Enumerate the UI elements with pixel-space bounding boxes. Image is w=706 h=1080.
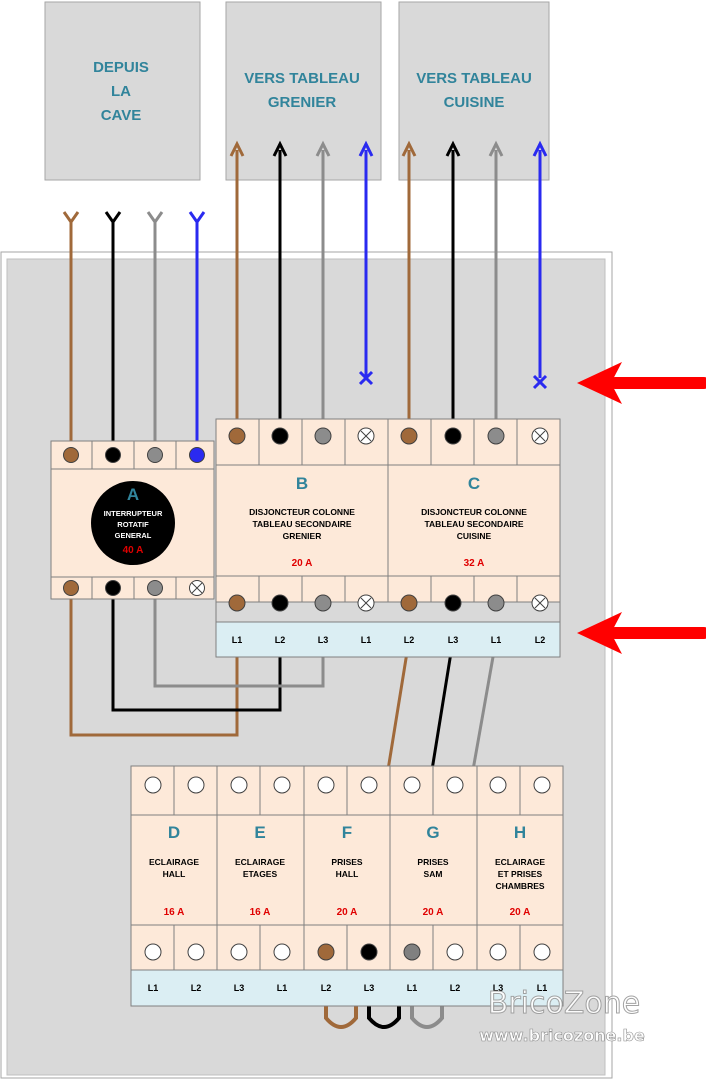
outgoing-wires-grenier (229, 140, 374, 430)
breaker-g-letter: G (426, 823, 439, 842)
breaker-c-line-2: TABLEAU SECONDAIRE (424, 519, 523, 529)
breaker-c-line-1: DISJONCTEUR COLONNE (421, 507, 527, 517)
bottom-phase-label: L2 (321, 983, 332, 993)
breaker-e-letter: E (254, 823, 265, 842)
breaker-a-letter: A (127, 485, 139, 504)
phase-label-strip-top (215, 621, 561, 658)
breaker-c-rating: 32 A (464, 558, 485, 569)
breaker-g-line-1: PRISES (417, 857, 449, 867)
breaker-a-line-1: INTERRUPTEUR (104, 509, 163, 518)
breaker-a-line-2: ROTATIF (117, 520, 149, 529)
breaker-e-rating: 16 A (250, 907, 271, 918)
bottom-phase-label: L1 (537, 983, 548, 993)
breaker-b-rating: 20 A (292, 558, 313, 569)
bottom-phase-label: L3 (364, 983, 375, 993)
top-phase-label: L3 (448, 635, 459, 645)
breaker-c-line-3: CUISINE (457, 531, 492, 541)
phase-label-strip-bottom (130, 969, 564, 1007)
breaker-f-line-2: HALL (336, 869, 359, 879)
top-phase-label: L1 (232, 635, 243, 645)
breaker-g-line-2: SAM (424, 869, 443, 879)
breaker-d-rating: 16 A (164, 907, 185, 918)
breakers-bc (215, 418, 561, 612)
breaker-f-line-1: PRISES (331, 857, 363, 867)
source-grenier-line-1: VERS TABLEAU (244, 70, 360, 87)
breaker-h-line-2: ET PRISES (498, 869, 543, 879)
top-phase-label: L1 (361, 635, 372, 645)
red-arrow-top (577, 362, 706, 404)
bottom-phase-label: L1 (277, 983, 288, 993)
breaker-e-line-1: ECLAIRAGE (235, 857, 285, 867)
source-box-cave (44, 1, 201, 181)
bottom-phase-label: L3 (493, 983, 504, 993)
breaker-h-line-1: ECLAIRAGE (495, 857, 545, 867)
breaker-c-letter: C (468, 474, 480, 493)
source-cave-line-1: DEPUIS (93, 59, 149, 76)
source-box-grenier (225, 1, 382, 181)
breaker-a (50, 440, 215, 600)
breaker-g-rating: 20 A (423, 907, 444, 918)
watermark-brand: BricoZone (488, 986, 640, 1021)
watermark-url: www.bricozone.be (479, 1026, 645, 1045)
bottom-phase-label: L3 (234, 983, 245, 993)
top-phase-label: L2 (535, 635, 546, 645)
bottom-jumpers (324, 1006, 444, 1029)
breaker-h-letter: H (514, 823, 526, 842)
source-cave-line-3: CAVE (101, 107, 142, 124)
top-phase-label: L2 (275, 635, 286, 645)
breaker-b-line-2: TABLEAU SECONDAIRE (252, 519, 351, 529)
breaker-d-line-2: HALL (163, 869, 186, 879)
breaker-d-letter: D (168, 823, 180, 842)
source-grenier-line-2: GRENIER (268, 94, 337, 111)
bottom-phase-label: L1 (407, 983, 418, 993)
breaker-f-letter: F (342, 823, 352, 842)
bottom-phase-label: L2 (450, 983, 461, 993)
top-phase-label: L3 (318, 635, 329, 645)
source-cuisine-line-2: CUISINE (444, 94, 505, 111)
breaker-a-line-3: GENERAL (115, 531, 152, 540)
breaker-h-line-3: CHAMBRES (495, 881, 544, 891)
red-arrow-bottom (577, 612, 706, 654)
breaker-e-line-2: ETAGES (243, 869, 278, 879)
breaker-d-line-1: ECLAIRAGE (149, 857, 199, 867)
outgoing-wires-cuisine (401, 140, 548, 430)
top-phase-label: L1 (491, 635, 502, 645)
breaker-h-rating: 20 A (510, 907, 531, 918)
breaker-b-line-1: DISJONCTEUR COLONNE (249, 507, 355, 517)
source-cuisine-line-1: VERS TABLEAU (416, 70, 532, 87)
source-cave-line-2: LA (111, 83, 131, 100)
breaker-b-letter: B (296, 474, 308, 493)
interconnect-wires (69, 596, 498, 771)
bottom-phase-label: L2 (191, 983, 202, 993)
breaker-a-rating: 40 A (123, 545, 144, 556)
bottom-phase-label: L1 (148, 983, 159, 993)
bottom-breakers (130, 765, 564, 971)
breaker-b-line-3: GRENIER (283, 531, 322, 541)
breaker-f-rating: 20 A (337, 907, 358, 918)
top-phase-label: L2 (404, 635, 415, 645)
source-box-cuisine (398, 1, 550, 181)
incoming-wires (62, 211, 206, 448)
